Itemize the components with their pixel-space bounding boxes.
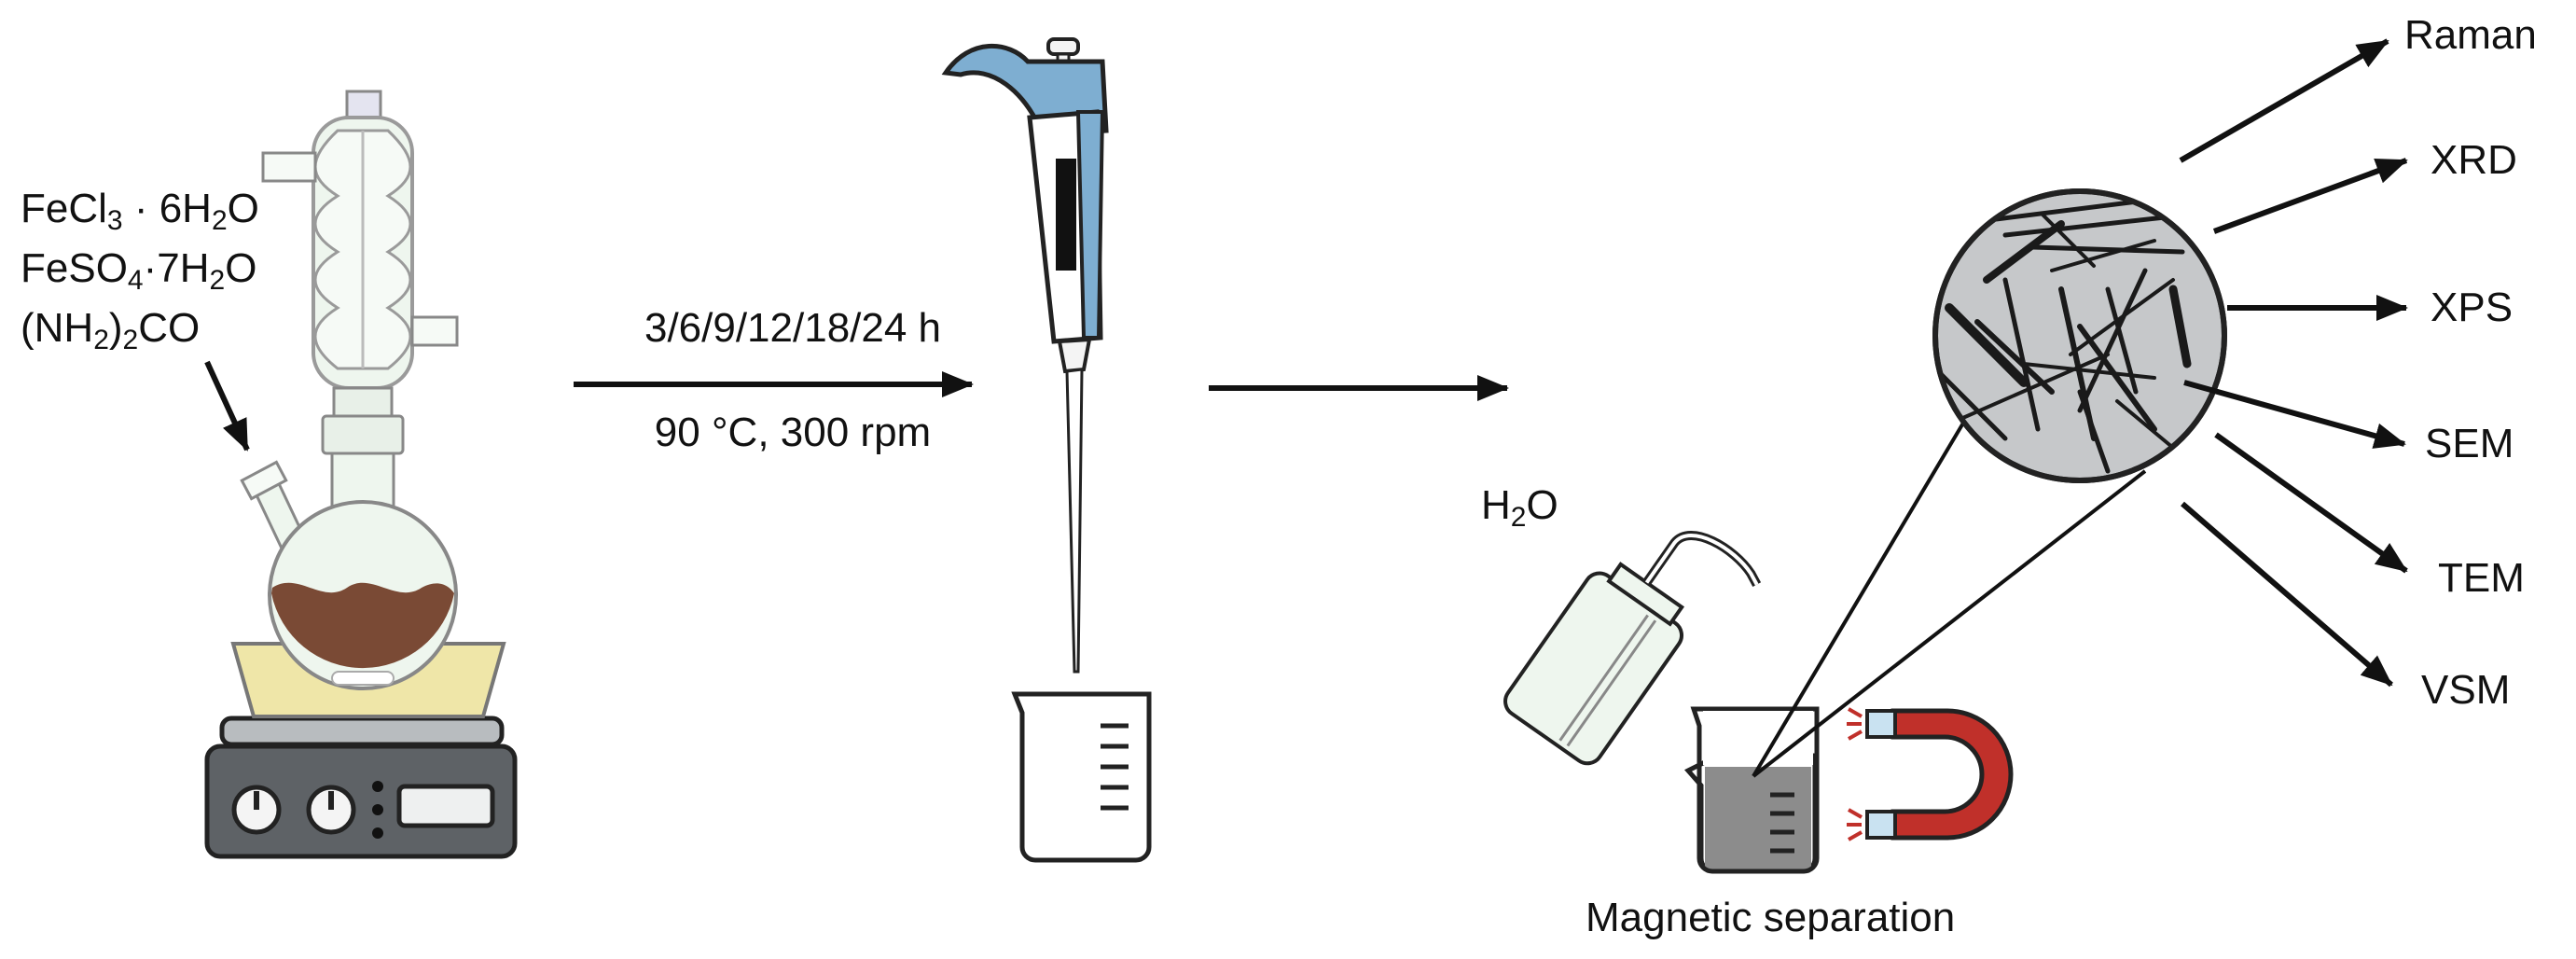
technique-vsm: VSM — [2421, 667, 2511, 713]
micropipette-icon — [941, 37, 1109, 674]
magnetic-separation-label: Magnetic separation — [1586, 895, 1956, 940]
reflux-condenser-icon — [261, 90, 459, 530]
nanorod-magnifier-icon — [1932, 188, 2227, 483]
reaction-conditions-label: 90 °C, 300 rpm — [654, 410, 932, 455]
technique-sem: SEM — [2425, 421, 2514, 466]
zoom-lines — [1752, 413, 2147, 778]
technique-xps: XPS — [2431, 285, 2514, 330]
technique-xrd: XRD — [2431, 137, 2517, 183]
reagent-list: FeCl3 · 6H2O FeSO4·7H2O (NH2)2CO — [21, 185, 259, 364]
characterization-arrows — [2179, 38, 2408, 688]
technique-raman: Raman — [2404, 12, 2537, 58]
water-label: H2O — [1481, 482, 1558, 533]
beaker-icon — [1011, 691, 1152, 863]
horseshoe-magnet-icon — [1847, 707, 2014, 841]
reagent-urea: (NH2)2CO — [21, 305, 201, 355]
reagent-arrow — [204, 360, 250, 452]
wash-bottle-icon — [1503, 531, 1762, 766]
separation-beaker-icon — [1683, 706, 1830, 874]
technique-tem: TEM — [2438, 555, 2525, 601]
hotplate-stirrer-icon — [204, 716, 518, 859]
round-bottom-flask-icon — [240, 460, 458, 690]
reagent-ferrous-sulfate: FeSO4·7H2O — [21, 245, 257, 296]
reaction-times-label: 3/6/9/12/18/24 h — [644, 305, 942, 351]
reagent-ferric-chloride: FeCl3 · 6H2O — [21, 186, 259, 236]
